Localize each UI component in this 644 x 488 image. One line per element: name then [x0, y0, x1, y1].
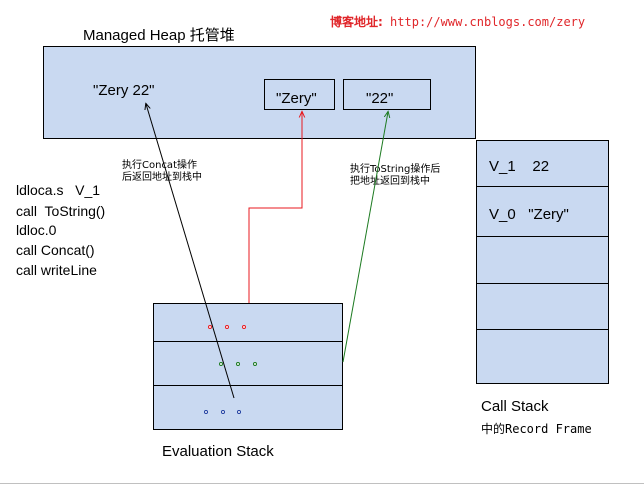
watermark-label: 博客地址: — [330, 15, 383, 29]
eval-stack-divider — [153, 385, 343, 386]
eval-slot-dot — [236, 362, 240, 366]
slot-value: "Zery" — [528, 206, 569, 223]
call-stack-row — [476, 187, 609, 237]
call-stack-row — [476, 284, 609, 330]
call-stack-row — [476, 237, 609, 284]
watermark-url: http://www.cnblogs.com/zery — [390, 15, 586, 29]
call-stack-row — [476, 140, 609, 187]
heap-object-zery-box — [264, 79, 335, 110]
call-stack-box — [476, 140, 609, 384]
il-line: call writeLine — [16, 262, 97, 278]
il-line: call ToString() — [16, 203, 106, 219]
il-line: ldloca.s V_1 — [16, 182, 101, 198]
eval-slot-dot — [237, 410, 241, 414]
heap-object-22-box — [343, 79, 431, 110]
call-stack-slot-v0: V_0 "Zery" — [489, 206, 569, 223]
slot-value: 22 — [532, 158, 550, 175]
eval-slot-dot — [253, 362, 257, 366]
heap-object-22: "22" — [366, 90, 394, 107]
blog-watermark: 博客地址: http://www.cnblogs.com/zery — [330, 13, 585, 30]
eval-slot-dot — [225, 325, 229, 329]
concat-annotation: 执行Concat操作后返回地址到栈中 — [122, 160, 202, 183]
eval-slot-dot — [208, 325, 212, 329]
slot-name: V_1 — [489, 158, 516, 175]
slot-name: V_0 — [489, 206, 516, 223]
call-stack-slot-v1: V_1 22 — [489, 158, 549, 175]
evaluation-stack-box — [153, 303, 343, 430]
bottom-border — [0, 483, 644, 484]
call-stack-caption: Call Stack — [481, 398, 549, 415]
heap-object-concat: "Zery 22" — [93, 82, 155, 99]
eval-stack-divider — [153, 341, 343, 342]
il-line: ldloc.0 — [16, 222, 57, 238]
concat-return-green-arrow — [342, 112, 388, 363]
heap-object-zery: "Zery" — [276, 90, 317, 107]
il-line: call Concat() — [16, 242, 95, 258]
heap-title: Managed Heap 托管堆 — [83, 27, 235, 44]
eval-slot-dot — [219, 362, 223, 366]
eval-slot-dot — [221, 410, 225, 414]
evaluation-stack-caption: Evaluation Stack — [162, 443, 274, 460]
tostring-annotation: 执行ToString操作后把地址返回到栈中 — [350, 164, 441, 187]
call-stack-subcaption: 中的Record Frame — [481, 422, 592, 436]
tostring-red-arrow — [248, 112, 302, 303]
eval-slot-dot — [204, 410, 208, 414]
eval-slot-dot — [242, 325, 246, 329]
concat-result-black-arrow — [146, 104, 235, 399]
